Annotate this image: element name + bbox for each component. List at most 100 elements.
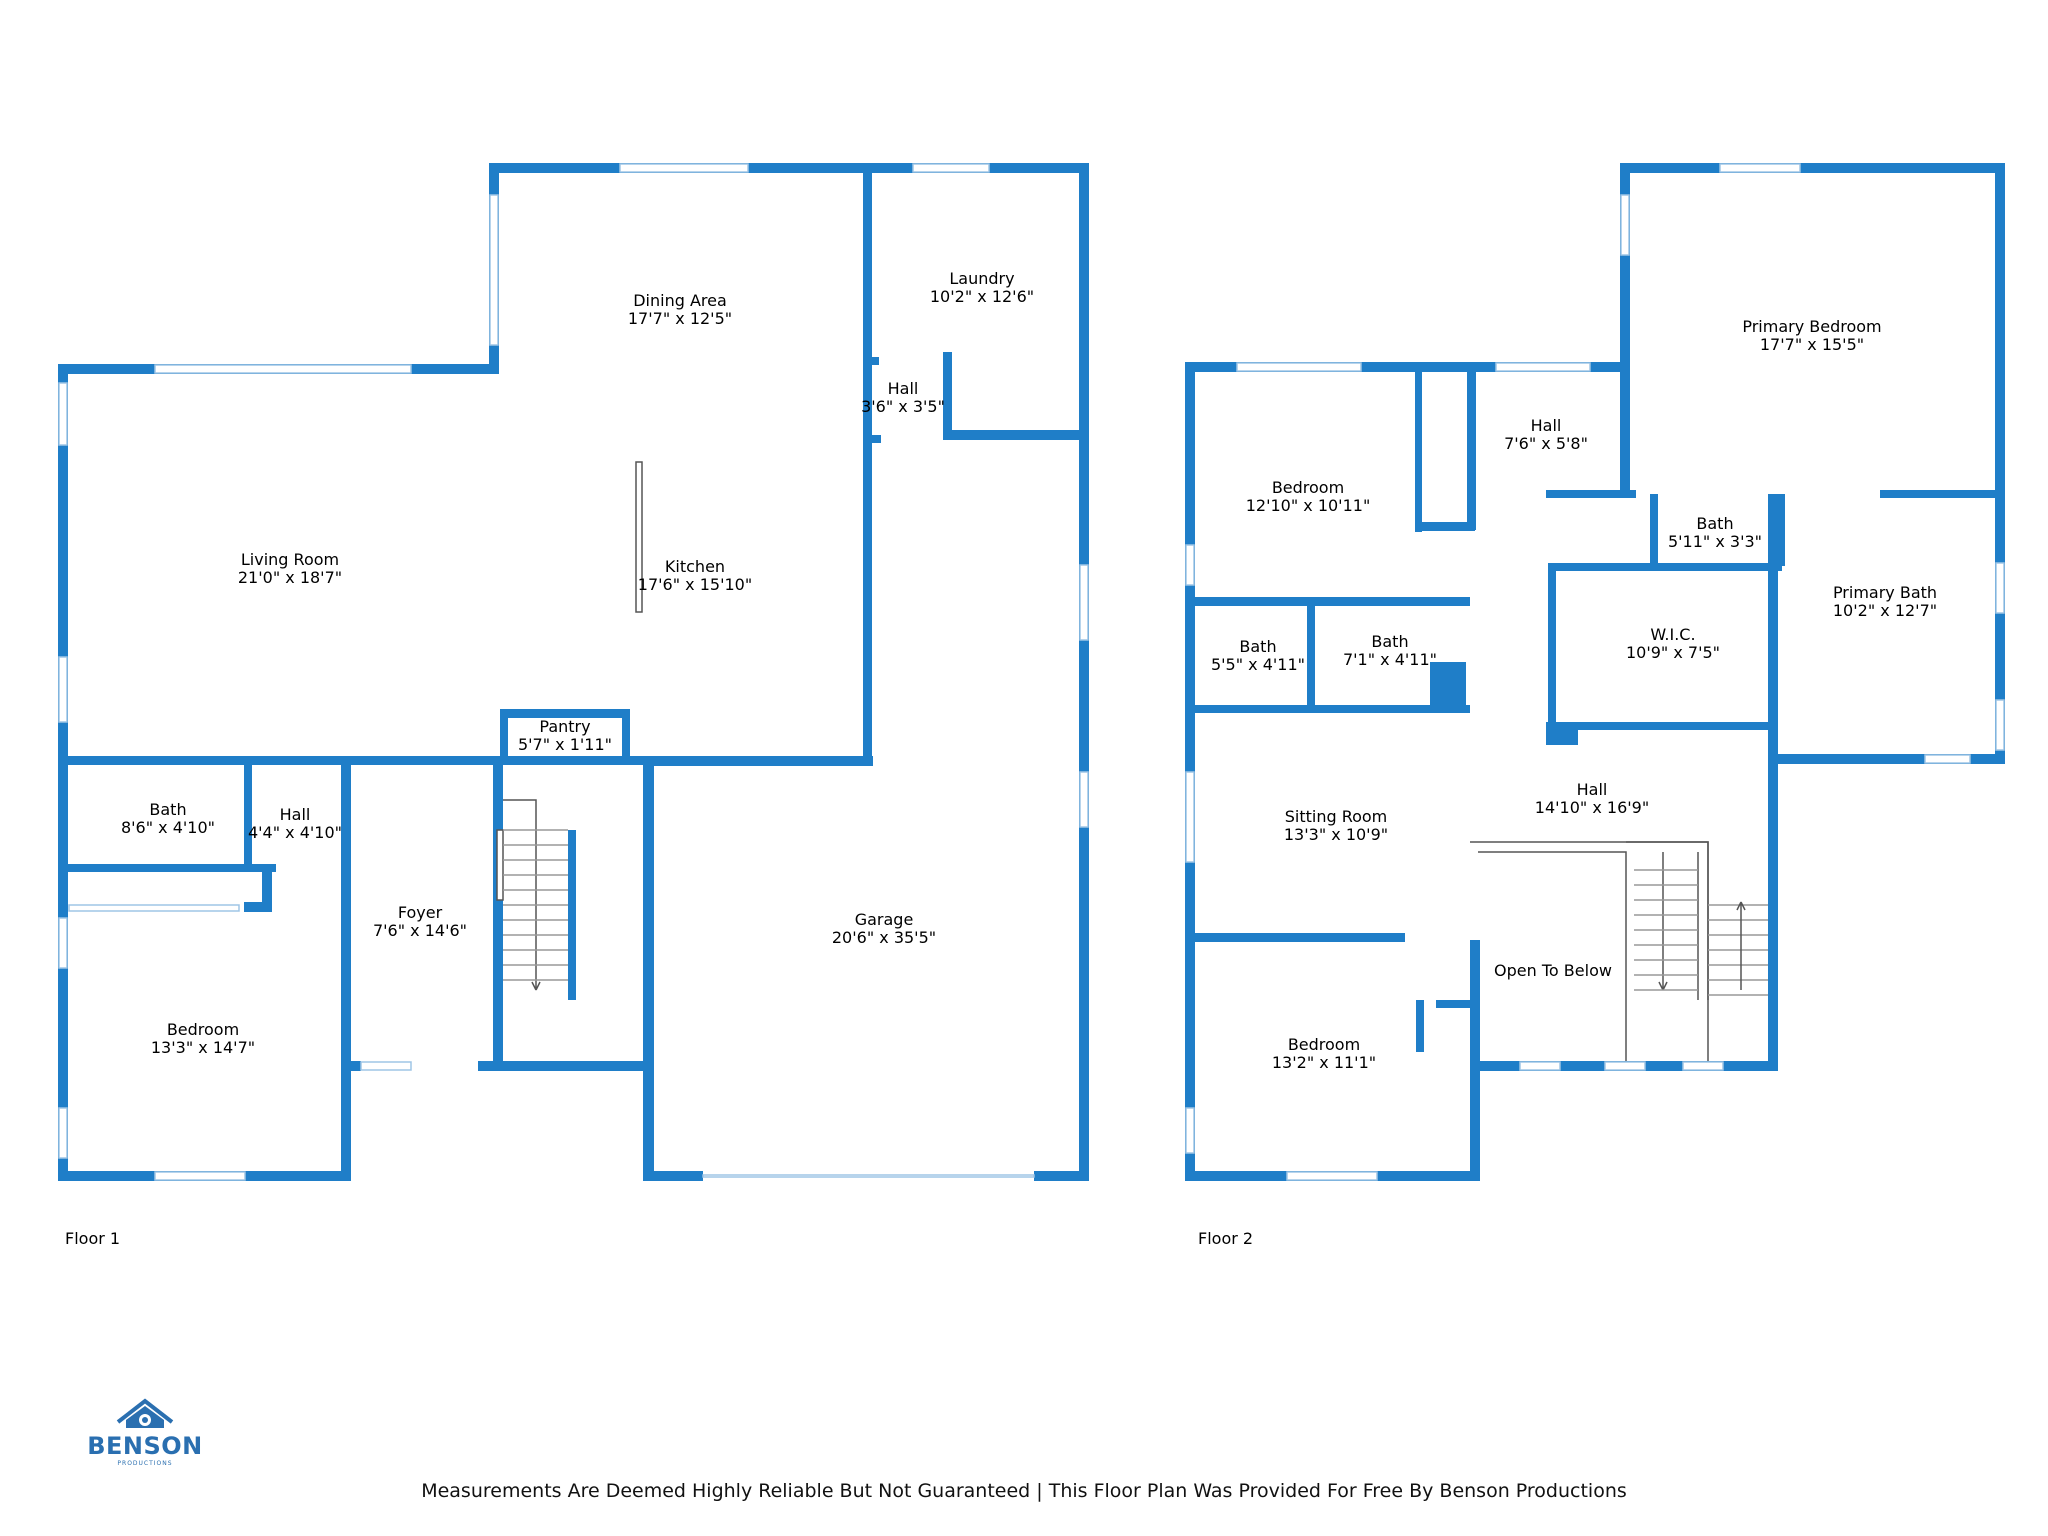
stair-arrow — [503, 799, 541, 991]
wall-f2-wic-block — [1546, 722, 1578, 745]
wall-f2-bath-top-l — [1546, 490, 1636, 498]
wall-f1-pantry-left — [500, 709, 508, 759]
room-dimensions: 17'7" x 12'5" — [628, 309, 732, 328]
window — [1185, 544, 1195, 586]
room-dimensions: 7'6" x 5'8" — [1504, 434, 1588, 453]
window — [1286, 1171, 1378, 1181]
wall-f2-closet-bottom — [1415, 522, 1475, 531]
wall-f2-baths-bottom — [1185, 705, 1470, 713]
room-dimensions: 4'4" x 4'10" — [248, 823, 342, 842]
wall-f1-laundry-bottom — [945, 430, 1089, 440]
window — [1236, 362, 1362, 372]
room-dimensions: 10'2" x 12'7" — [1833, 601, 1937, 620]
window — [1519, 1061, 1561, 1071]
wall-f2-baths-mid — [1307, 597, 1315, 712]
logo-subtitle: PRODUCTIONS — [117, 1460, 173, 1467]
stair-rail-f2 — [1626, 841, 1709, 1000]
window — [1995, 562, 2005, 614]
window — [1604, 1061, 1646, 1071]
room-name: Pantry — [539, 717, 590, 736]
room-name: Kitchen — [665, 557, 725, 576]
wall-f1-bath-bottom — [58, 864, 270, 872]
room-name: Primary Bath — [1833, 583, 1937, 602]
wall-f1-dining-top — [489, 163, 1089, 173]
stair-treads — [503, 829, 568, 981]
window — [1719, 163, 1801, 173]
room-dimensions: 13'3" x 10'9" — [1284, 825, 1388, 844]
room-name: Bedroom — [1272, 478, 1344, 497]
wall-f1-stair-bottom — [478, 1061, 650, 1071]
room-name: Hall — [280, 805, 311, 824]
window — [1079, 564, 1089, 641]
logo-wordmark: BENSON — [87, 1432, 203, 1460]
room-dimensions: 17'6" x 15'10" — [638, 575, 752, 594]
wall-f1-hall-right — [943, 352, 952, 440]
wall-f1-left — [58, 364, 68, 1181]
window — [154, 364, 412, 374]
wall-f2-bath-left — [1650, 494, 1658, 566]
window — [58, 1107, 68, 1159]
wall-f2-bath-block — [1430, 662, 1466, 712]
room-name: Laundry — [949, 269, 1014, 288]
wall-f2-bed2-angle — [1416, 1000, 1424, 1052]
wall-f1-garage-left — [643, 760, 654, 1181]
benson-logo: BENSON PRODUCTIONS — [84, 1398, 206, 1472]
wall-f1-hall-stub2 — [863, 435, 881, 443]
room-name: Bath — [1696, 514, 1733, 533]
wall-f1-bed-notch — [262, 864, 272, 912]
room-name: Bath — [149, 800, 186, 819]
wall-f1-foyer-bottom — [341, 1061, 361, 1071]
window — [360, 1061, 412, 1071]
room-dimensions: 5'7" x 1'11" — [518, 735, 612, 754]
wall-f1-garage-bottom-l — [643, 1171, 703, 1181]
wall-f1-laundry-left — [863, 163, 872, 763]
room-dimensions: 12'10" x 10'11" — [1246, 496, 1371, 515]
window — [619, 163, 749, 173]
room-dimensions: 7'1" x 4'11" — [1343, 650, 1437, 669]
room-name: Bedroom — [167, 1020, 239, 1039]
wall-f2-closet — [1415, 372, 1422, 532]
wall-f1-stair-left — [493, 760, 503, 1066]
floor-1-label: Floor 1 — [65, 1229, 120, 1248]
window — [1495, 362, 1591, 372]
room-name: Open To Below — [1494, 961, 1612, 980]
window — [1620, 194, 1630, 256]
room-name: Foyer — [398, 903, 443, 922]
window — [1995, 699, 2005, 751]
wall-f1-bed-right — [341, 763, 351, 1181]
wall-f2-hall-right — [1620, 372, 1630, 494]
wall-f1-pantry-top — [500, 709, 630, 718]
kitchen-island — [635, 461, 643, 613]
room-dimensions: 3'6" x 3'5" — [861, 397, 945, 416]
window — [58, 382, 68, 446]
wall-f1-mid — [58, 756, 873, 765]
room-dimensions: 8'6" x 4'10" — [121, 818, 215, 837]
open-to-below-rail — [1470, 841, 1709, 1061]
room-name: Bath — [1371, 632, 1408, 651]
room-dimensions: 5'11" x 3'3" — [1668, 532, 1762, 551]
room-name: Hall — [1577, 780, 1608, 799]
floor-2-labels: Primary Bedroom 17'7" x 15'5" Hall 7'6" … — [1198, 317, 1937, 1248]
wall-f1-garage-top — [643, 756, 873, 766]
room-dimensions: 14'10" x 16'9" — [1535, 798, 1649, 817]
room-name: Bedroom — [1288, 1035, 1360, 1054]
wall-f1-bath-right — [244, 763, 252, 864]
wall-f2-bath-top-r — [1880, 490, 2005, 498]
wall-f2-sitting-bottom — [1185, 933, 1405, 942]
stair-rail — [496, 829, 504, 901]
room-dimensions: 20'6" x 35'5" — [832, 928, 936, 947]
room-dimensions: 5'5" x 4'11" — [1211, 655, 1305, 674]
room-name: Bath — [1239, 637, 1276, 656]
window — [154, 1171, 246, 1181]
wall-f2-top — [1185, 362, 1630, 372]
wall-f1-garage-bottom-r — [1034, 1171, 1089, 1181]
room-dimensions: 10'9" x 7'5" — [1626, 643, 1720, 662]
wall-f1-bed-notch2 — [244, 902, 272, 912]
room-name: Dining Area — [633, 291, 727, 310]
room-name: W.I.C. — [1650, 625, 1695, 644]
window — [58, 917, 68, 969]
window — [1185, 771, 1195, 863]
room-dimensions: 13'3" x 14'7" — [151, 1038, 255, 1057]
wall-f1-stair-mid — [568, 830, 576, 1000]
